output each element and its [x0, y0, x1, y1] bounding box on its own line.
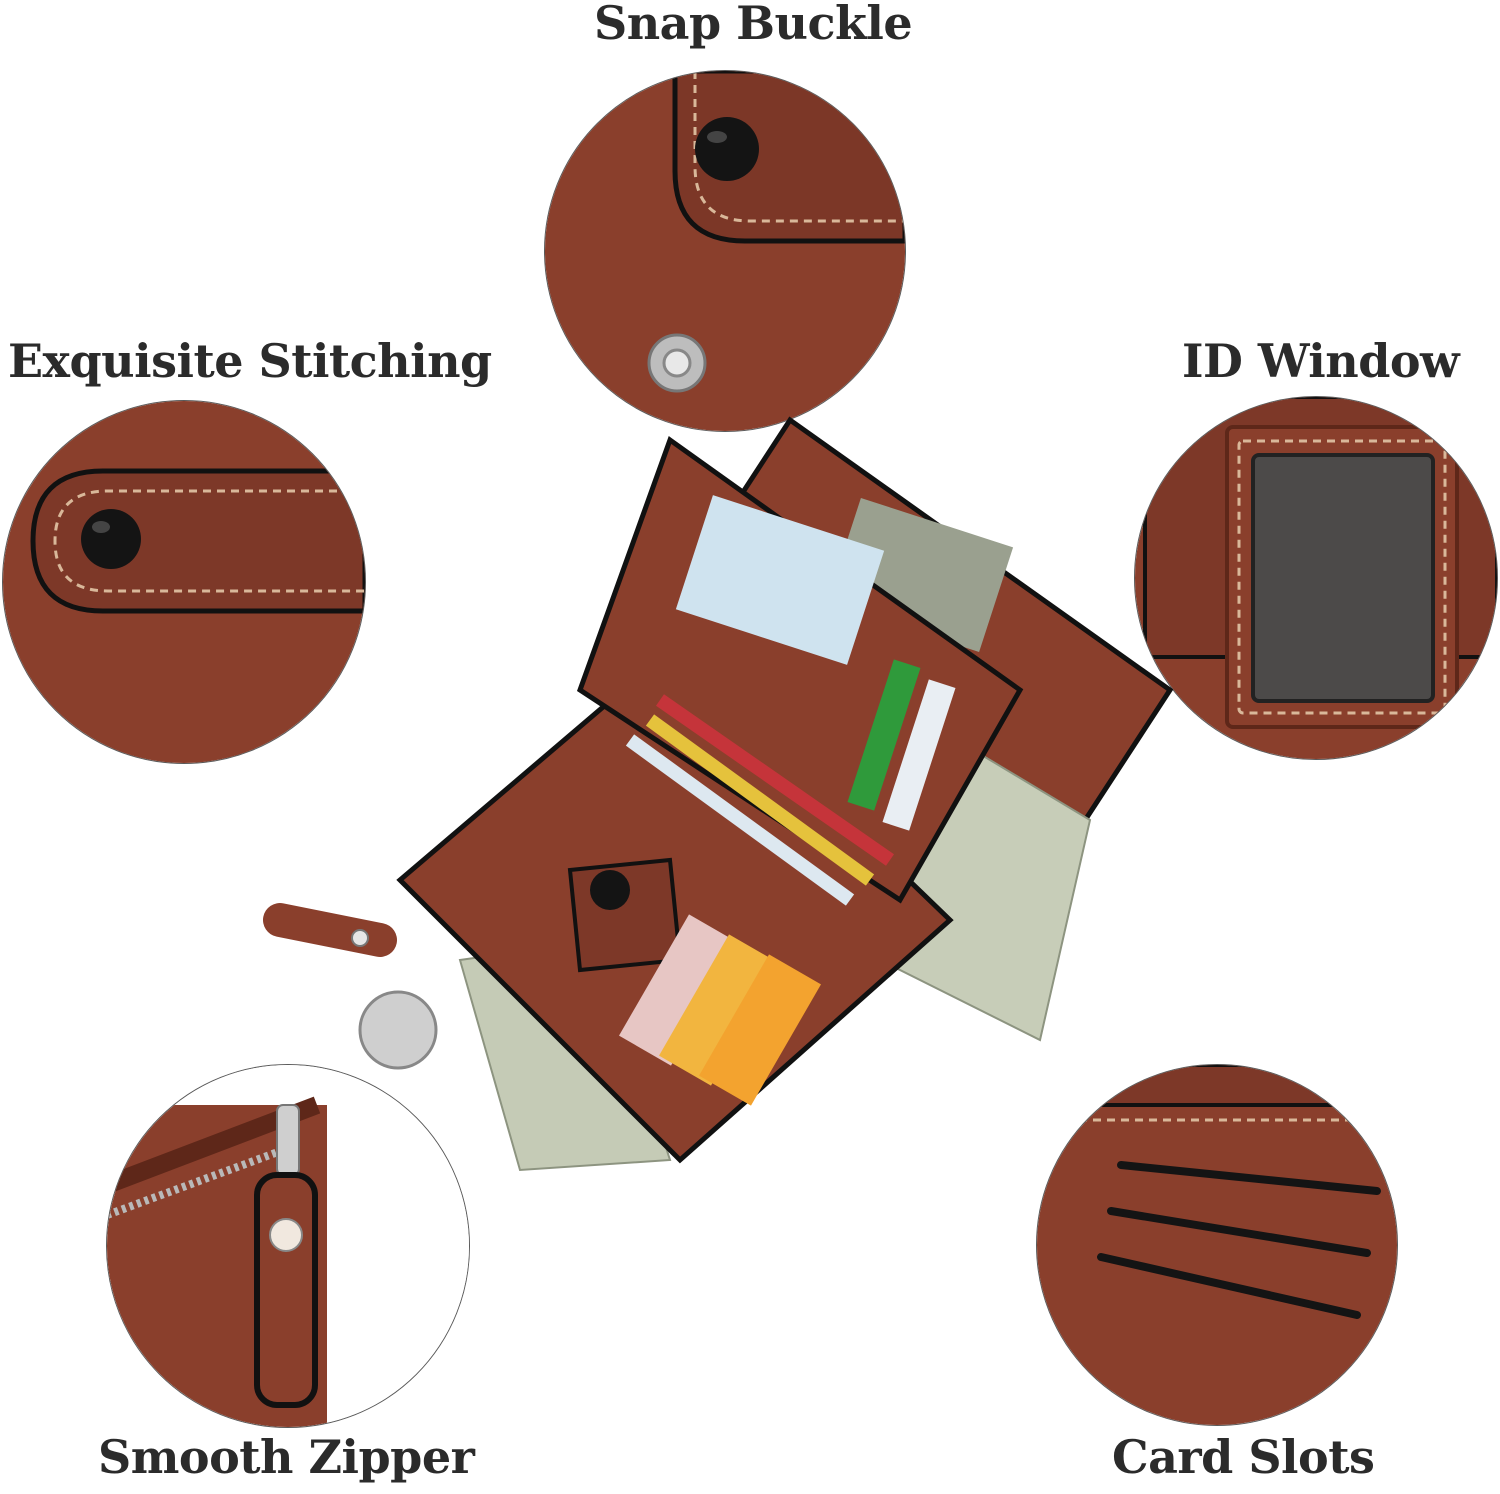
snap-buckle-detail-image — [544, 70, 906, 432]
id-window-detail-image — [1134, 396, 1498, 760]
snap-button-icon — [695, 117, 759, 181]
card-slots-detail-image — [1036, 1064, 1398, 1426]
stitching-detail-image — [2, 400, 366, 764]
label-smooth-zipper: Smooth Zipper — [98, 1430, 475, 1484]
label-card-slots: Card Slots — [1112, 1430, 1375, 1484]
snap-button-icon — [81, 509, 141, 569]
label-snap-buckle: Snap Buckle — [594, 0, 913, 50]
card-slot-3 — [1097, 1253, 1361, 1319]
open-wallet-image — [263, 416, 1174, 1172]
id-card — [675, 495, 885, 665]
label-id-window: ID Window — [1182, 334, 1460, 388]
card-slot-1 — [1117, 1161, 1381, 1195]
coin-icon — [358, 990, 438, 1070]
id-window-pane — [1251, 453, 1435, 703]
zipper-detail-image — [106, 1064, 470, 1428]
label-exquisite-stitching: Exquisite Stitching — [8, 334, 492, 388]
snap-button-icon — [590, 870, 630, 910]
card-slot-2 — [1107, 1207, 1371, 1257]
